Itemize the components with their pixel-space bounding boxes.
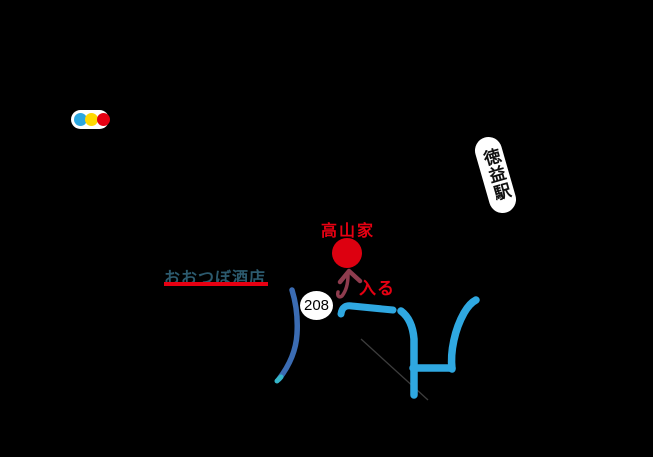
route-208-badge: 208 xyxy=(300,291,333,320)
river-line-tip xyxy=(274,374,284,384)
signal-green-lamp-icon xyxy=(73,113,87,126)
enter-arrow-icon xyxy=(336,268,363,299)
destination-label: 高山家 xyxy=(321,223,376,240)
road-west-segment xyxy=(337,302,397,318)
signal-red-lamp-icon xyxy=(96,113,110,126)
enter-arrow-head xyxy=(337,268,363,285)
liquor-store-underline xyxy=(164,282,268,286)
road-station-segment xyxy=(447,296,480,373)
enter-arrow-stem xyxy=(336,273,350,299)
route-number: 208 xyxy=(303,297,330,314)
enter-label: 入る xyxy=(359,279,395,298)
signal-yellow-lamp-icon xyxy=(85,113,98,126)
road-vertical-segment xyxy=(397,307,418,399)
traffic-light-icon xyxy=(71,110,110,129)
destination-marker xyxy=(332,238,362,268)
river-line xyxy=(276,287,300,382)
